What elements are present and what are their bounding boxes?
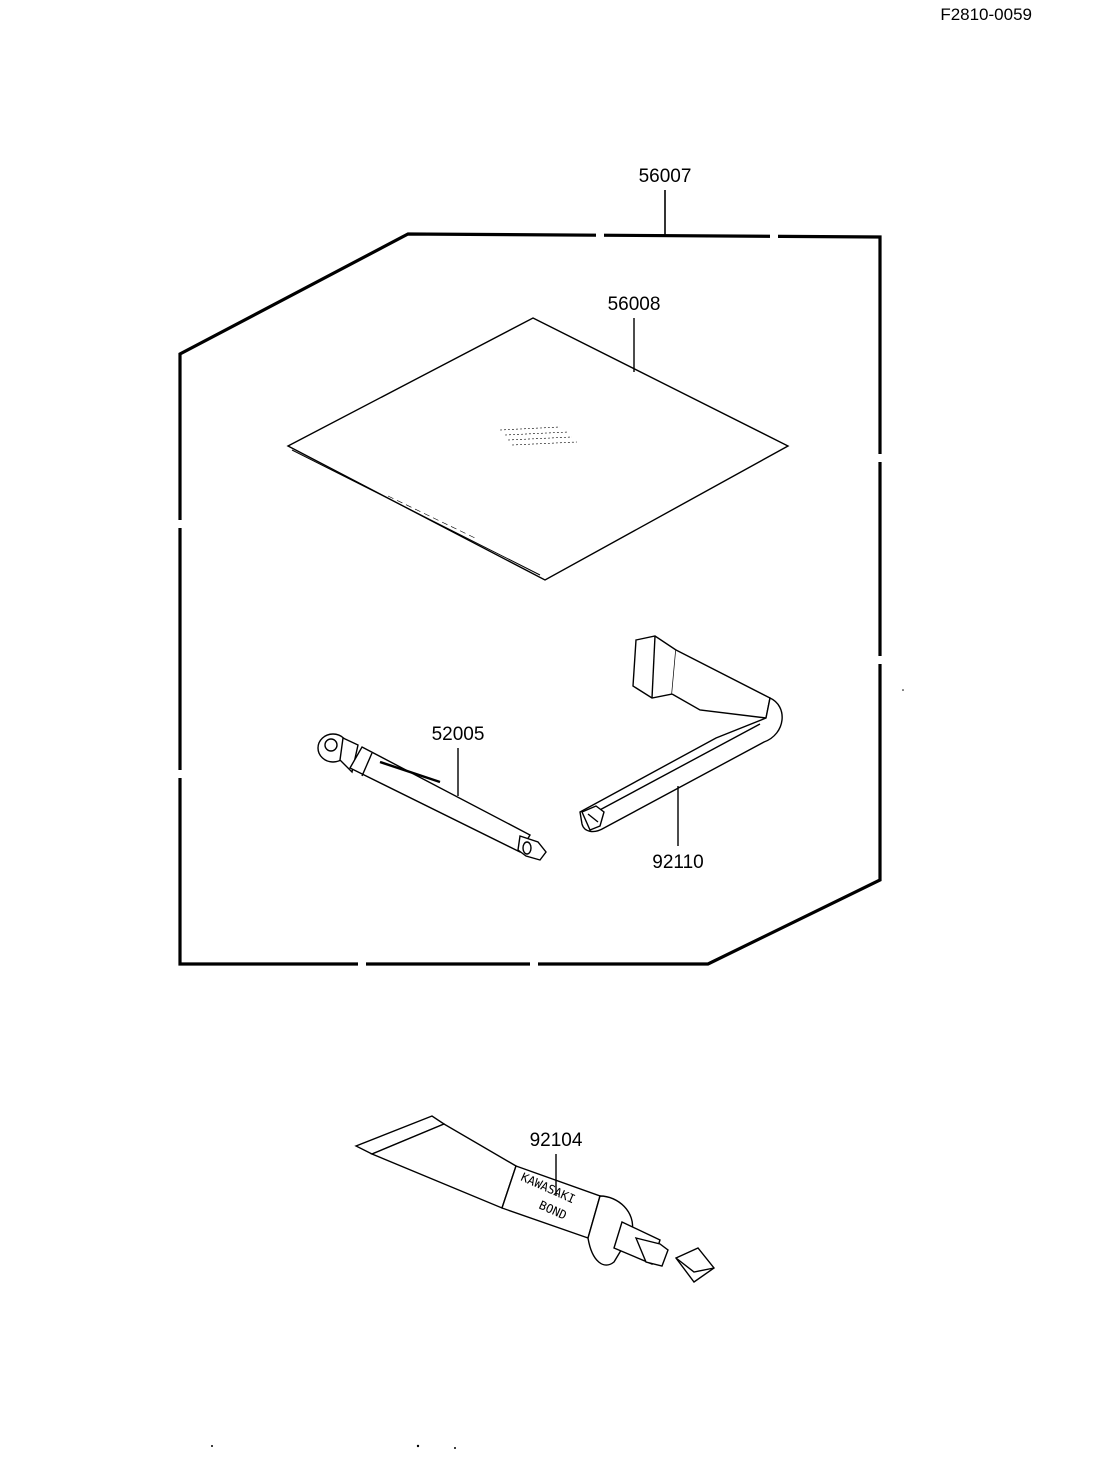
label-56008: 56008	[608, 294, 661, 372]
label-92110: 92110	[652, 786, 704, 873]
label-92104: 92104	[530, 1130, 583, 1196]
sealant-tube-icon	[354, 1115, 716, 1283]
part-number-92104: 92104	[530, 1130, 583, 1151]
box-wrench-icon	[579, 635, 783, 833]
label-56007: 56007	[639, 166, 692, 236]
label-52005: 52005	[432, 724, 485, 796]
part-number-92110: 92110	[652, 852, 703, 873]
part-number-56008: 56008	[608, 294, 661, 315]
tool-kit-outline	[177, 232, 884, 968]
part-number-56007: 56007	[639, 166, 692, 187]
figure-id: F2810-0059	[940, 5, 1032, 24]
tommy-bar-icon	[317, 733, 547, 861]
part-number-52005: 52005	[432, 724, 485, 745]
envelope-sheet-icon	[286, 317, 790, 581]
scan-specks	[211, 689, 904, 1449]
